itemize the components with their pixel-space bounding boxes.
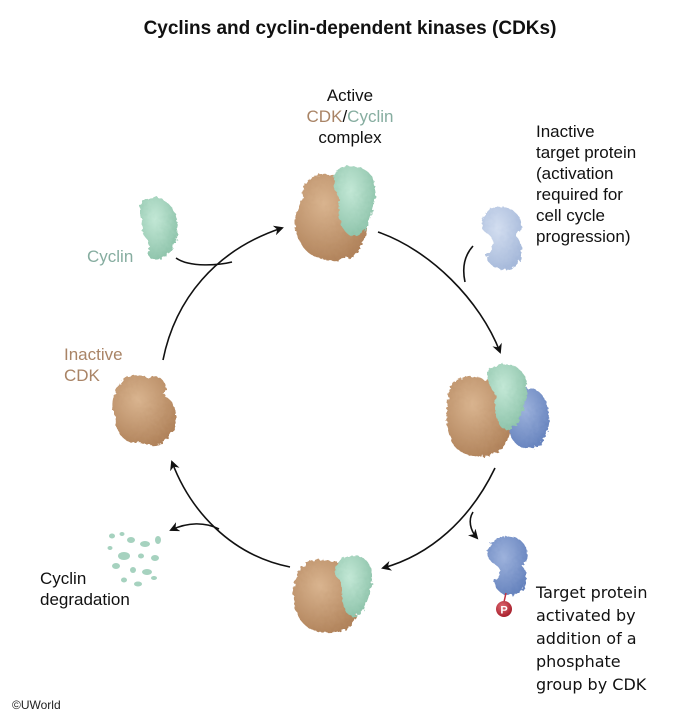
active-label-line3: complex — [318, 128, 382, 147]
label-line: addition of a — [536, 629, 637, 648]
label-line: cell cycle — [536, 206, 605, 225]
arrow-complex-to-substrate — [377, 231, 502, 354]
activated-target-protein — [487, 536, 528, 603]
arrow-to-active-complex — [162, 225, 284, 361]
inactive-target-protein — [481, 206, 522, 270]
cyclin-degradation-label: Cyclin degradation — [40, 568, 130, 610]
arrow-cyclin-degraded — [169, 522, 220, 532]
label-line: phosphate — [536, 652, 621, 671]
label-line: target protein — [536, 143, 637, 162]
label-line: Inactive — [64, 345, 123, 364]
label-line: CDK — [64, 366, 100, 385]
cdk-cyclin-substrate-complex — [446, 364, 550, 457]
arrow-cyclin-joins — [175, 257, 233, 266]
arrow-substrate-to-product — [381, 467, 496, 571]
label-line: progression) — [536, 227, 631, 246]
label-line: degradation — [40, 590, 130, 609]
slash: / — [342, 107, 348, 126]
arrow-target-released — [467, 511, 479, 540]
label-line: required for — [536, 185, 623, 204]
post-release-complex-protein — [293, 555, 373, 634]
cyclin-label: Cyclin — [87, 247, 134, 266]
diagram-title: Cyclins and cyclin-dependent kinases (CD… — [143, 18, 557, 39]
label-line: group by CDK — [536, 675, 647, 694]
cdk-word: CDK — [306, 107, 343, 126]
label-line: Cyclin — [40, 569, 87, 588]
inactive-cdk-label: Inactive CDK — [64, 344, 123, 386]
active-label-line2: CDK/Cyclin — [280, 106, 420, 127]
cycle-arrows — [162, 225, 502, 571]
label-line: (activation — [536, 164, 614, 183]
active-complex-label: Active CDK/Cyclin complex — [280, 85, 420, 148]
free-cyclin-protein — [140, 197, 178, 260]
active-label-line1: Active — [326, 86, 374, 105]
label-line: Inactive — [536, 122, 595, 141]
inactive-target-label: Inactive target protein (activation requ… — [536, 121, 636, 247]
cyclin-word: Cyclin — [347, 107, 394, 126]
copyright-notice: ©UWorld — [12, 698, 61, 712]
inactive-cdk-protein — [112, 375, 177, 446]
active-complex-protein — [294, 166, 376, 261]
cyclin-fragments — [107, 532, 161, 587]
label-line: activated by — [536, 606, 636, 625]
arrow-target-joins — [462, 245, 474, 283]
arrow-to-inactive-cdk — [170, 460, 291, 568]
target-activated-label: Target protein activated by addition of … — [536, 581, 647, 696]
phosphate-group: P — [496, 601, 512, 617]
phosphate-symbol: P — [500, 605, 507, 617]
label-line: Target protein — [536, 583, 648, 602]
